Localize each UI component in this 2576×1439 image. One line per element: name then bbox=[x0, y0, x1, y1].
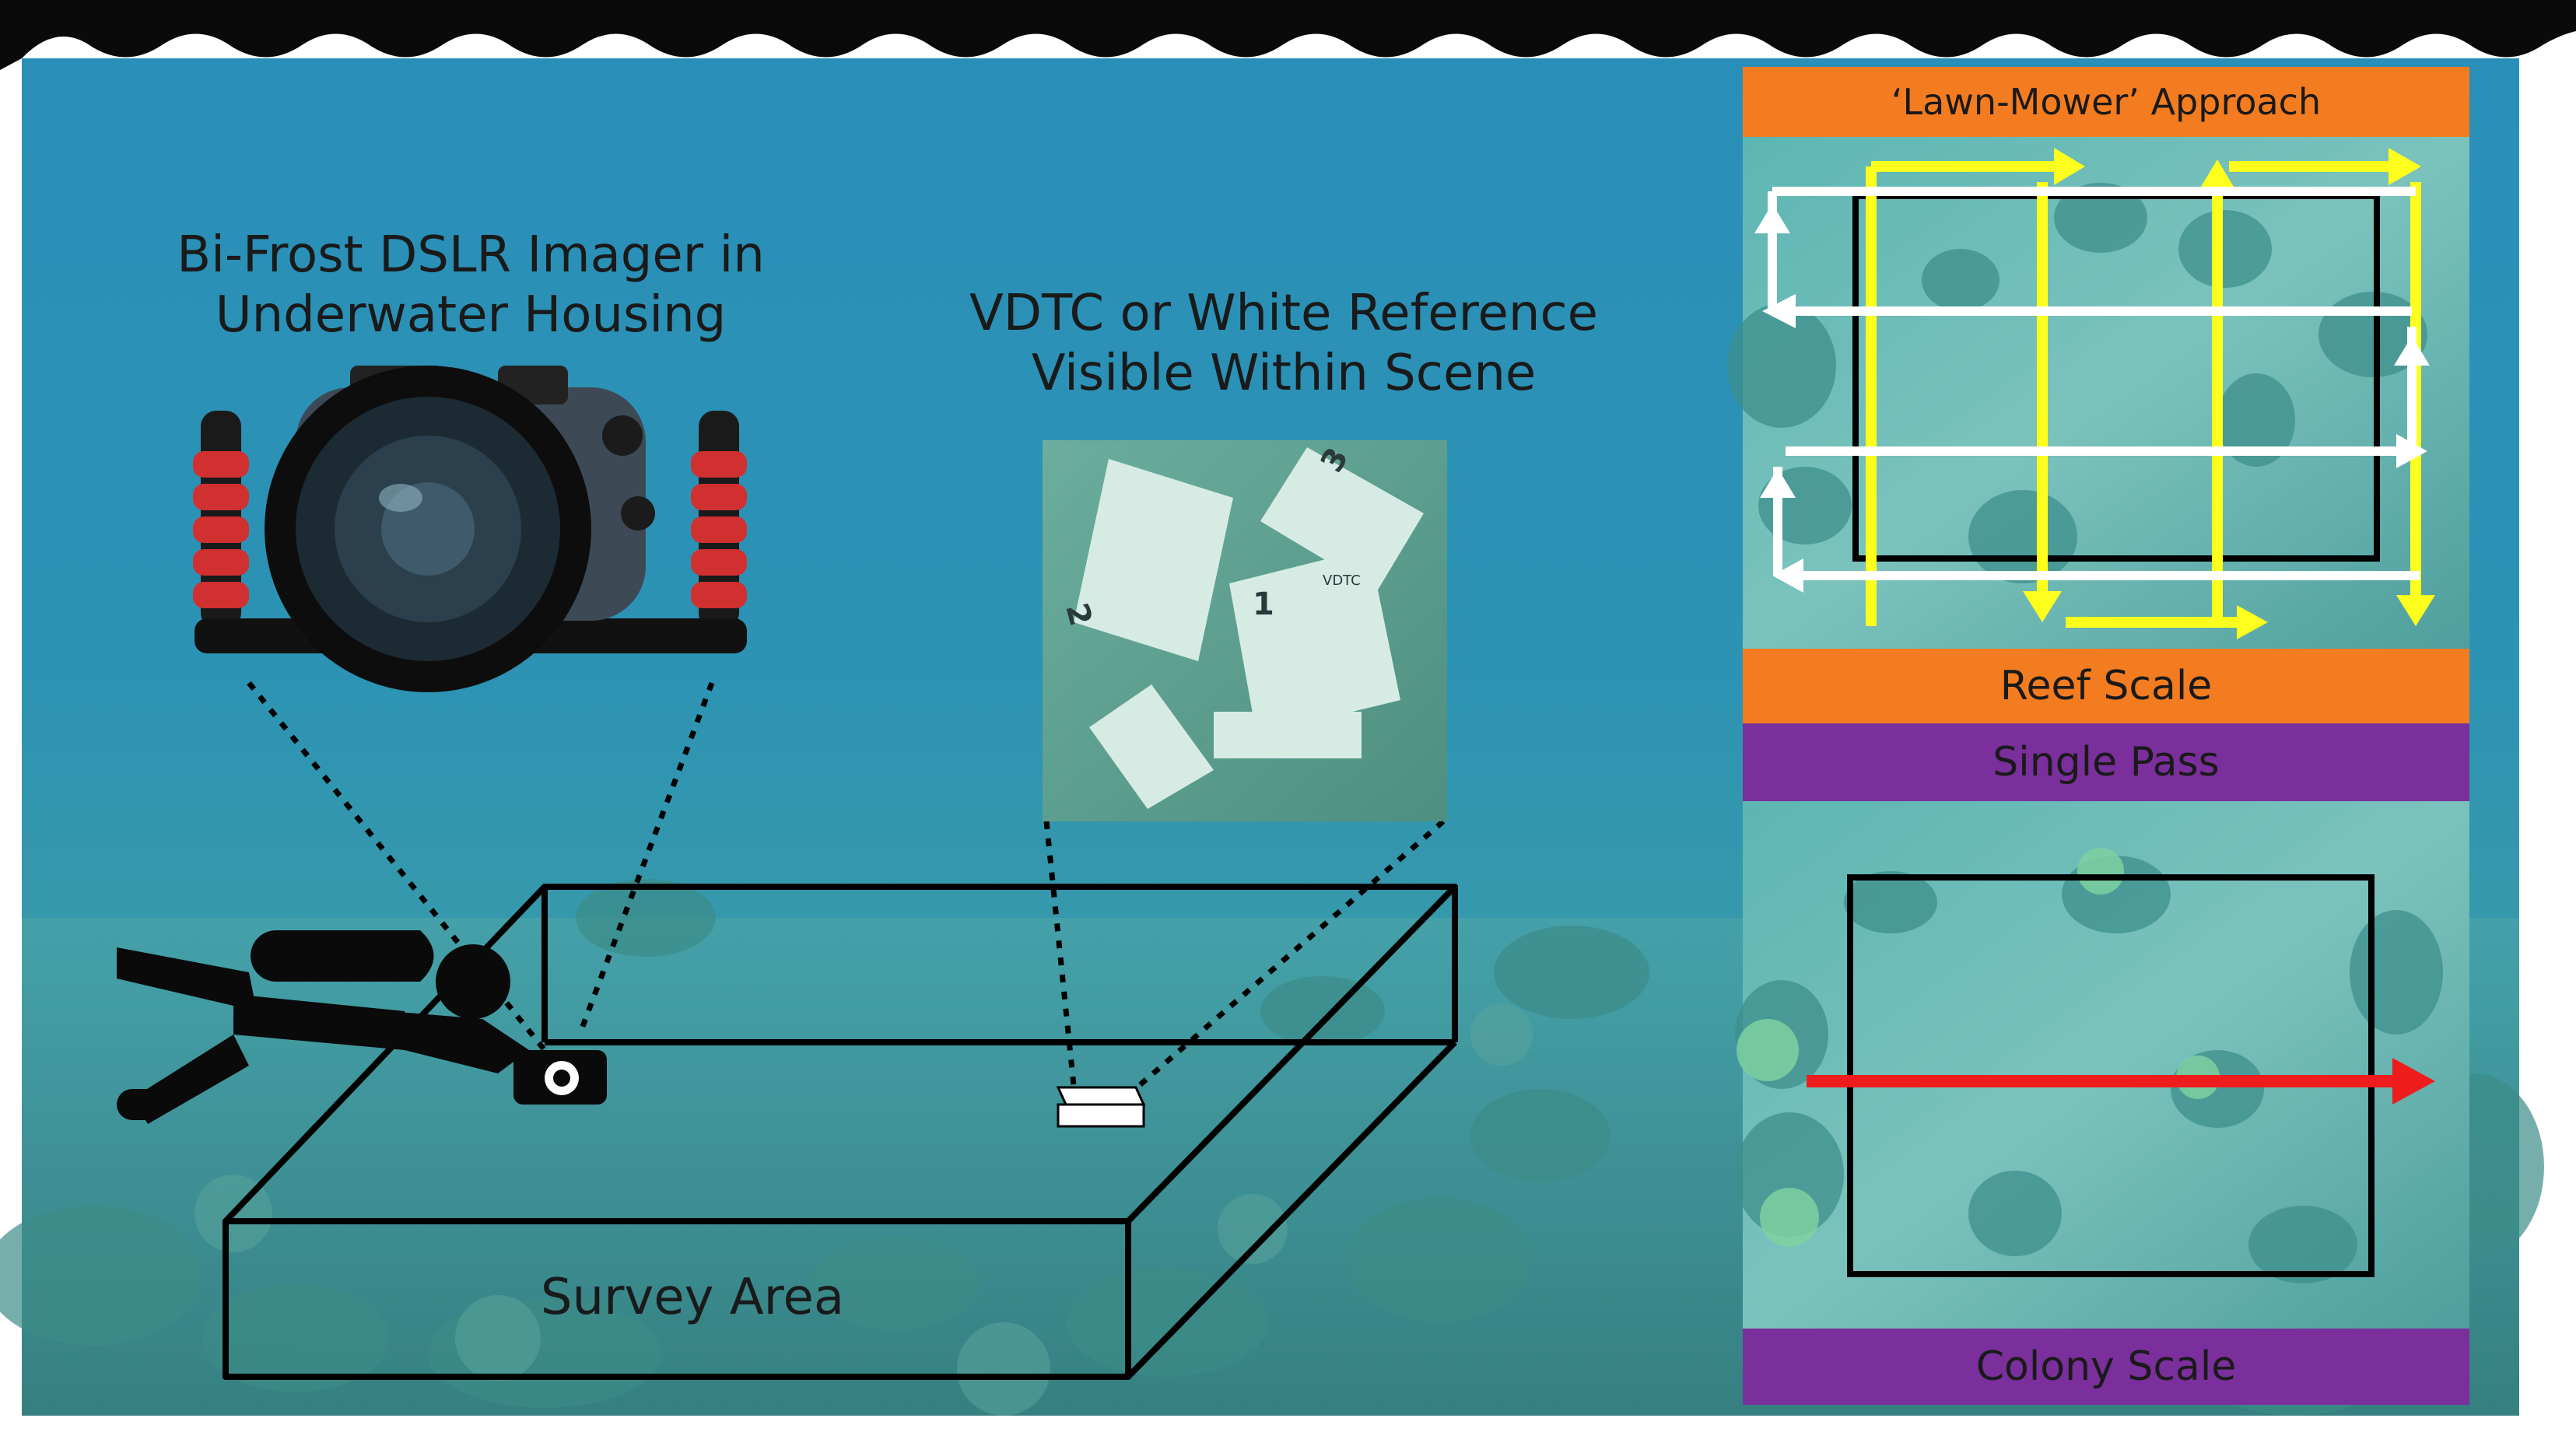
water-surface bbox=[0, 0, 2576, 70]
imager-label-line2: Underwater Housing bbox=[215, 285, 727, 344]
single-pass-band: Single Pass bbox=[1743, 723, 2469, 801]
reference-target-icon bbox=[1056, 1086, 1146, 1128]
small-camera-icon bbox=[545, 1061, 579, 1095]
colony-scale-photo bbox=[1735, 801, 2469, 1329]
reference-label: VDTC or White Reference Visible Within S… bbox=[895, 284, 1673, 404]
imager-callout-lines bbox=[247, 681, 715, 1052]
lawn-mower-approach-band: ‘Lawn-Mower’ Approach bbox=[1743, 67, 2469, 137]
reference-label-line1: VDTC or White Reference bbox=[969, 285, 1598, 342]
survey-area-label: Survey Area bbox=[540, 1269, 845, 1326]
lawn-mower-horizontal-path bbox=[1754, 187, 2430, 593]
lawn-mower-vertical-path bbox=[1866, 148, 2435, 639]
reference-label-line2: Visible Within Scene bbox=[1031, 344, 1537, 402]
colony-scale-band: Colony Scale bbox=[1743, 1329, 2469, 1405]
imager-label: Bi-Frost DSLR Imager in Underwater Housi… bbox=[117, 226, 825, 345]
single-pass-arrow bbox=[1807, 1058, 2435, 1105]
survey-area-box bbox=[223, 884, 1458, 1380]
camera-housing-icon bbox=[193, 366, 747, 692]
reference-card-label: VDTC bbox=[1323, 572, 1361, 589]
reference-card-number: 1 bbox=[1253, 586, 1274, 622]
reef-scale-band: Reef Scale bbox=[1743, 649, 2469, 723]
imager-label-line1: Bi-Frost DSLR Imager in bbox=[177, 226, 765, 284]
reference-photo: 1 2 3 VDTC bbox=[1043, 440, 1447, 821]
